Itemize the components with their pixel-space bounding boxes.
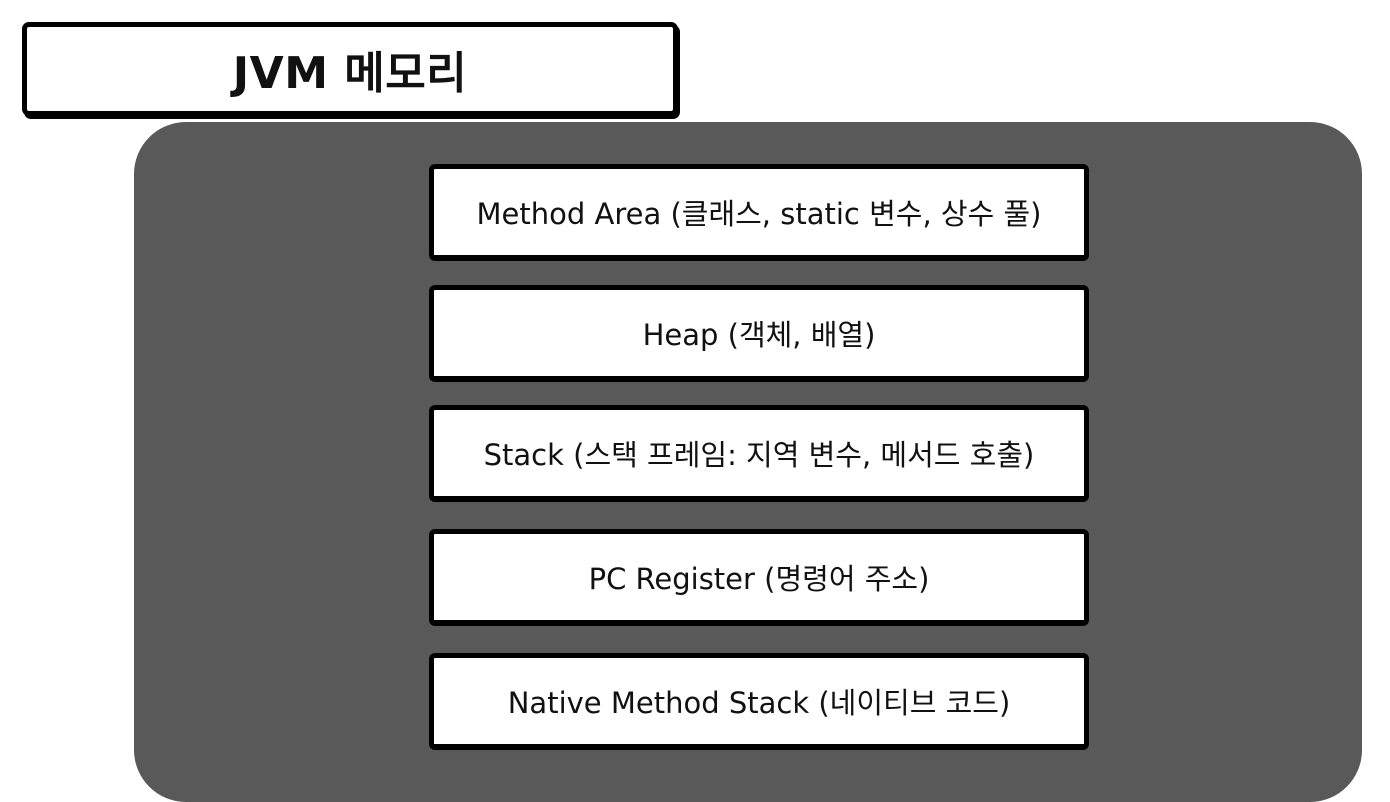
stack-label: Stack (스택 프레임: 지역 변수, 메서드 호출) bbox=[483, 438, 1035, 472]
diagram-title: JVM 메모리 bbox=[232, 48, 468, 99]
method-area-box: Method Area (클래스, static 변수, 상수 풀) bbox=[429, 164, 1089, 261]
heap-box: Heap (객체, 배열) bbox=[429, 285, 1089, 382]
native-method-stack-box: Native Method Stack (네이티브 코드) bbox=[429, 653, 1089, 750]
diagram-title-box: JVM 메모리 bbox=[22, 22, 678, 116]
pc-register-box: PC Register (명령어 주소) bbox=[429, 529, 1089, 626]
stack-box: Stack (스택 프레임: 지역 변수, 메서드 호출) bbox=[429, 405, 1089, 502]
pc-register-label: PC Register (명령어 주소) bbox=[588, 562, 930, 596]
heap-label: Heap (객체, 배열) bbox=[642, 318, 876, 352]
native-method-stack-label: Native Method Stack (네이티브 코드) bbox=[507, 686, 1011, 720]
method-area-label: Method Area (클래스, static 변수, 상수 풀) bbox=[476, 197, 1042, 231]
